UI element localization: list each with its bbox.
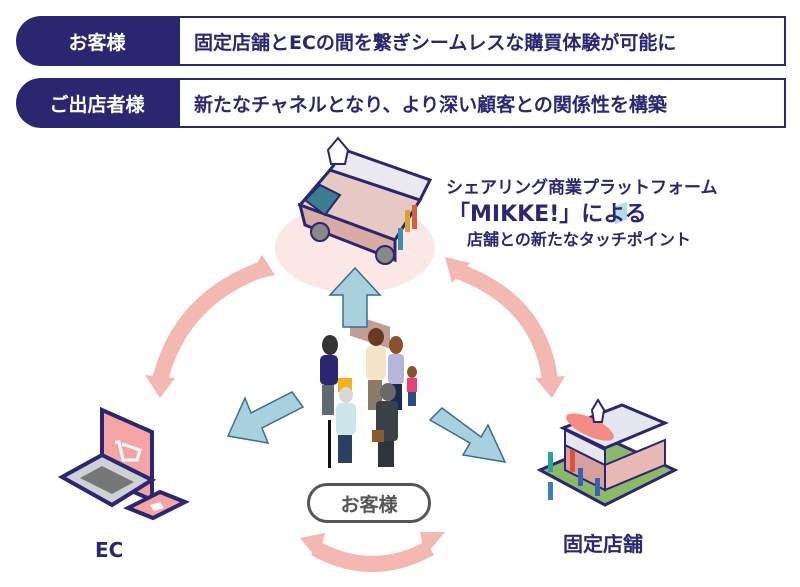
vendor-benefit-row: ご出店者様 新たなチャネルとなり、より深い顧客との関係性を構築 bbox=[16, 78, 786, 128]
truck-store-cycle-arrow bbox=[445, 257, 565, 398]
customer-benefit-row: お客様 固定店舗とECの間を繋ぎシームレスな購買体験が可能に bbox=[16, 16, 786, 66]
to-store-arrow bbox=[428, 407, 507, 463]
mobile-shop-truck-icon bbox=[297, 136, 433, 349]
ec-label: EC bbox=[95, 538, 124, 562]
ec-truck-cycle-arrow bbox=[145, 255, 275, 398]
ec-store-cycle-arrow bbox=[300, 532, 445, 572]
customers-group-icon bbox=[320, 328, 417, 468]
to-truck-arrow bbox=[328, 266, 382, 328]
platform-caption-line1: シェアリング商業プラットフォーム bbox=[446, 178, 718, 198]
customer-tag: お客様 bbox=[16, 16, 178, 66]
platform-caption-line2: 「MIKKE!」による bbox=[448, 202, 647, 227]
to-ec-arrow bbox=[226, 391, 305, 444]
platform-caption-line3: 店舗との新たなタッチポイント bbox=[467, 230, 691, 249]
vendor-benefit-message: 新たなチャネルとなり、より深い顧客との関係性を構築 bbox=[178, 78, 786, 128]
boutique-store-icon bbox=[536, 201, 679, 507]
ec-laptop-phone-icon bbox=[57, 406, 190, 521]
customer-badge: お客様 bbox=[307, 483, 431, 523]
customer-benefit-message: 固定店舗とECの間を繋ぎシームレスな購買体験が可能に bbox=[178, 16, 786, 66]
vendor-tag: ご出店者様 bbox=[16, 78, 178, 128]
store-label: 固定店舗 bbox=[563, 532, 643, 556]
